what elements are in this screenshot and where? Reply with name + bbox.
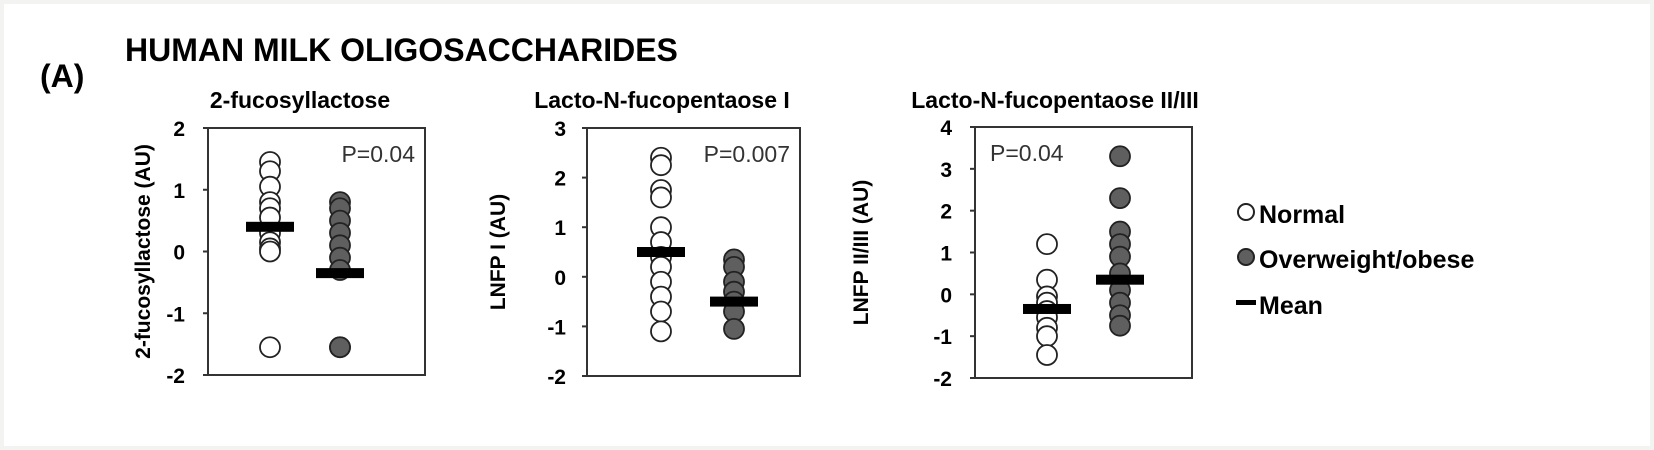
legend-obese-marker: [1237, 248, 1255, 266]
y-tick-label: -2: [547, 366, 566, 389]
normal-point: [650, 186, 672, 209]
legend: Normal Overweight/obese Mean: [1236, 201, 1474, 320]
panel-title: Lacto-N-fucopentaose II/III: [911, 87, 1199, 113]
y-tick-label: 1: [940, 243, 952, 266]
panel-3: Lacto-N-fucopentaose II/III LNFP II/III (…: [850, 87, 1199, 391]
legend-normal-marker: [1237, 203, 1255, 221]
panel-1: 2-fucosyllactose 2-fucosyllactose (AU) -2 -…: [132, 87, 426, 388]
obese-point: [1109, 145, 1131, 168]
legend-mean-label: Mean: [1259, 292, 1323, 320]
y-tick-label: 0: [173, 242, 185, 265]
y-tick-label: 0: [554, 267, 566, 290]
normal-point: [650, 320, 672, 343]
y-axis-label: LNFP II/III (AU): [850, 180, 873, 325]
normal-point: [650, 300, 672, 323]
y-tick-label: -1: [933, 326, 952, 349]
obese-point: [723, 317, 745, 340]
y-axis-label: 2-fucosyllactose (AU): [132, 144, 155, 359]
y-tick-label: -1: [547, 316, 566, 339]
mean-bar: [246, 221, 294, 232]
y-tick-label: 4: [940, 117, 952, 140]
y-axis-label: LNFP I (AU): [487, 194, 510, 310]
normal-point: [650, 154, 672, 177]
panel-title: 2-fucosyllactose: [210, 87, 390, 113]
plot-frame: [586, 127, 801, 377]
figure-title: HUMAN MILK OLIGOSACCHARIDES: [125, 32, 678, 68]
p-value: P=0.007: [704, 141, 790, 167]
normal-point: [1036, 344, 1058, 366]
panel-2: Lacto-N-fucopentaose I LNFP I (AU) -2 -1 0 1 2…: [487, 87, 801, 389]
panel-title: Lacto-N-fucopentaose I: [534, 87, 790, 113]
legend-obese-label: Overweight/obese: [1259, 246, 1474, 274]
obese-point: [1109, 187, 1131, 210]
normal-point: [259, 240, 281, 263]
normal-point: [259, 336, 281, 359]
legend-mean-marker: [1236, 300, 1256, 305]
y-tick-label: -1: [166, 303, 185, 326]
mean-bar: [637, 247, 685, 257]
normal-point: [1036, 325, 1058, 348]
y-tick-label: 0: [940, 284, 952, 307]
panels: 2-fucosyllactose 2-fucosyllactose (AU) -2 -…: [132, 87, 1199, 391]
y-tick-label: -2: [166, 365, 185, 388]
mean-bar: [1096, 274, 1144, 285]
y-tick-label: 3: [940, 159, 952, 182]
mean-bar: [710, 296, 758, 307]
y-tick-label: -2: [933, 368, 952, 391]
obese-point: [329, 336, 351, 359]
y-tick-label: 1: [173, 180, 185, 203]
p-value: P=0.04: [990, 140, 1064, 166]
obese-point: [1109, 314, 1131, 337]
p-value: P=0.04: [341, 141, 415, 167]
y-tick-label: 2: [940, 201, 952, 224]
y-tick-label: 2: [554, 168, 566, 191]
y-tick-label: 2: [173, 118, 185, 141]
y-tick-label: 1: [554, 217, 566, 240]
normal-point: [1036, 233, 1058, 256]
y-tick-label: 3: [554, 118, 566, 141]
mean-bar: [1023, 303, 1071, 314]
panel-label: (A): [40, 58, 84, 94]
mean-bar: [316, 268, 364, 279]
legend-normal-label: Normal: [1259, 201, 1345, 229]
